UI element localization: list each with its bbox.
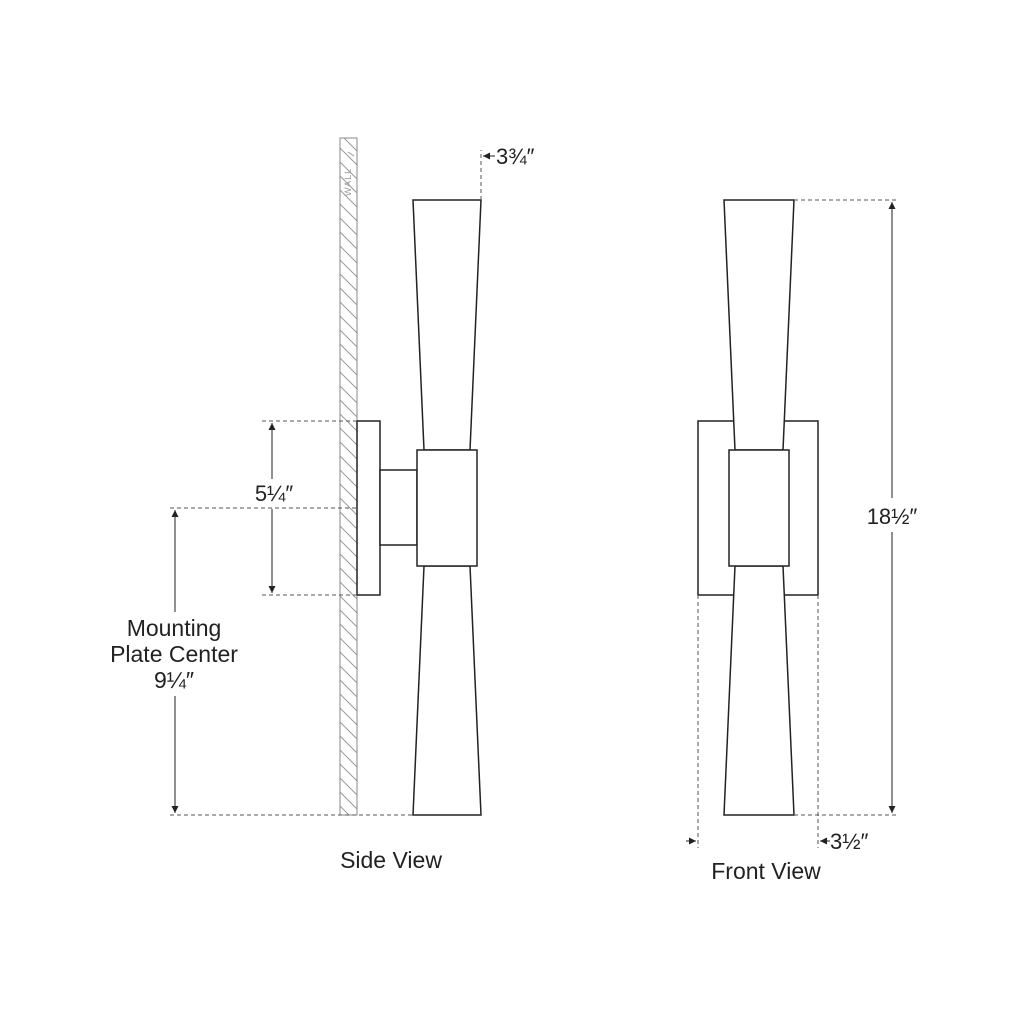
- front-view: 18½″ 3½″ Front View: [686, 199, 928, 884]
- side-center-body: [416, 449, 478, 567]
- side-upper-shade: [412, 199, 482, 451]
- plate-height-label-bg: [244, 479, 302, 509]
- mounting-label-bg: [100, 612, 250, 696]
- mounting-value: 9¼″: [154, 667, 194, 693]
- mounting-center-dimension: Mounting Plate Center 9¼″: [100, 507, 413, 816]
- wall-hatch: [339, 137, 358, 816]
- overall-height-label-bg: [856, 498, 928, 532]
- width-value: 3½″: [830, 829, 869, 854]
- side-backplate: [356, 420, 381, 596]
- mounting-label-line1: Mounting: [127, 615, 222, 641]
- wall-label: WALL: [343, 168, 353, 196]
- wall: WALL: [339, 137, 358, 816]
- front-center-body: [728, 449, 790, 567]
- plate-height-value: 5¼″: [255, 481, 294, 506]
- front-view-caption: Front View: [711, 858, 821, 884]
- front-upper-shade: [723, 199, 795, 451]
- wall-label-tick: [347, 151, 355, 157]
- side-view: WALL 3¾″ 5¼″: [100, 137, 535, 873]
- front-lower-shade: [723, 565, 795, 816]
- width-dimension: 3½″: [686, 595, 869, 854]
- overall-height-value: 18½″: [867, 504, 918, 529]
- depth-value: 3¾″: [496, 144, 535, 169]
- mounting-label-line2: Plate Center: [110, 641, 238, 667]
- overall-height-dimension: 18½″: [794, 199, 928, 816]
- side-arm: [379, 469, 418, 546]
- side-lower-shade: [412, 565, 482, 816]
- depth-dimension: 3¾″: [480, 144, 535, 200]
- side-view-caption: Side View: [340, 847, 442, 873]
